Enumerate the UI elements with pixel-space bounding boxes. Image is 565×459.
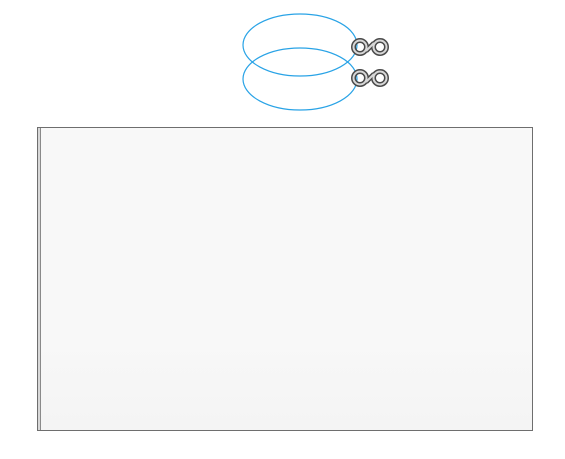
- blank-panel: [37, 127, 533, 431]
- panel-left-edge: [38, 128, 41, 430]
- figure-eight-hook-icon: [351, 38, 389, 56]
- upper-ring: [242, 13, 358, 77]
- lower-ring: [242, 47, 358, 111]
- figure-eight-hook-icon: [351, 69, 389, 87]
